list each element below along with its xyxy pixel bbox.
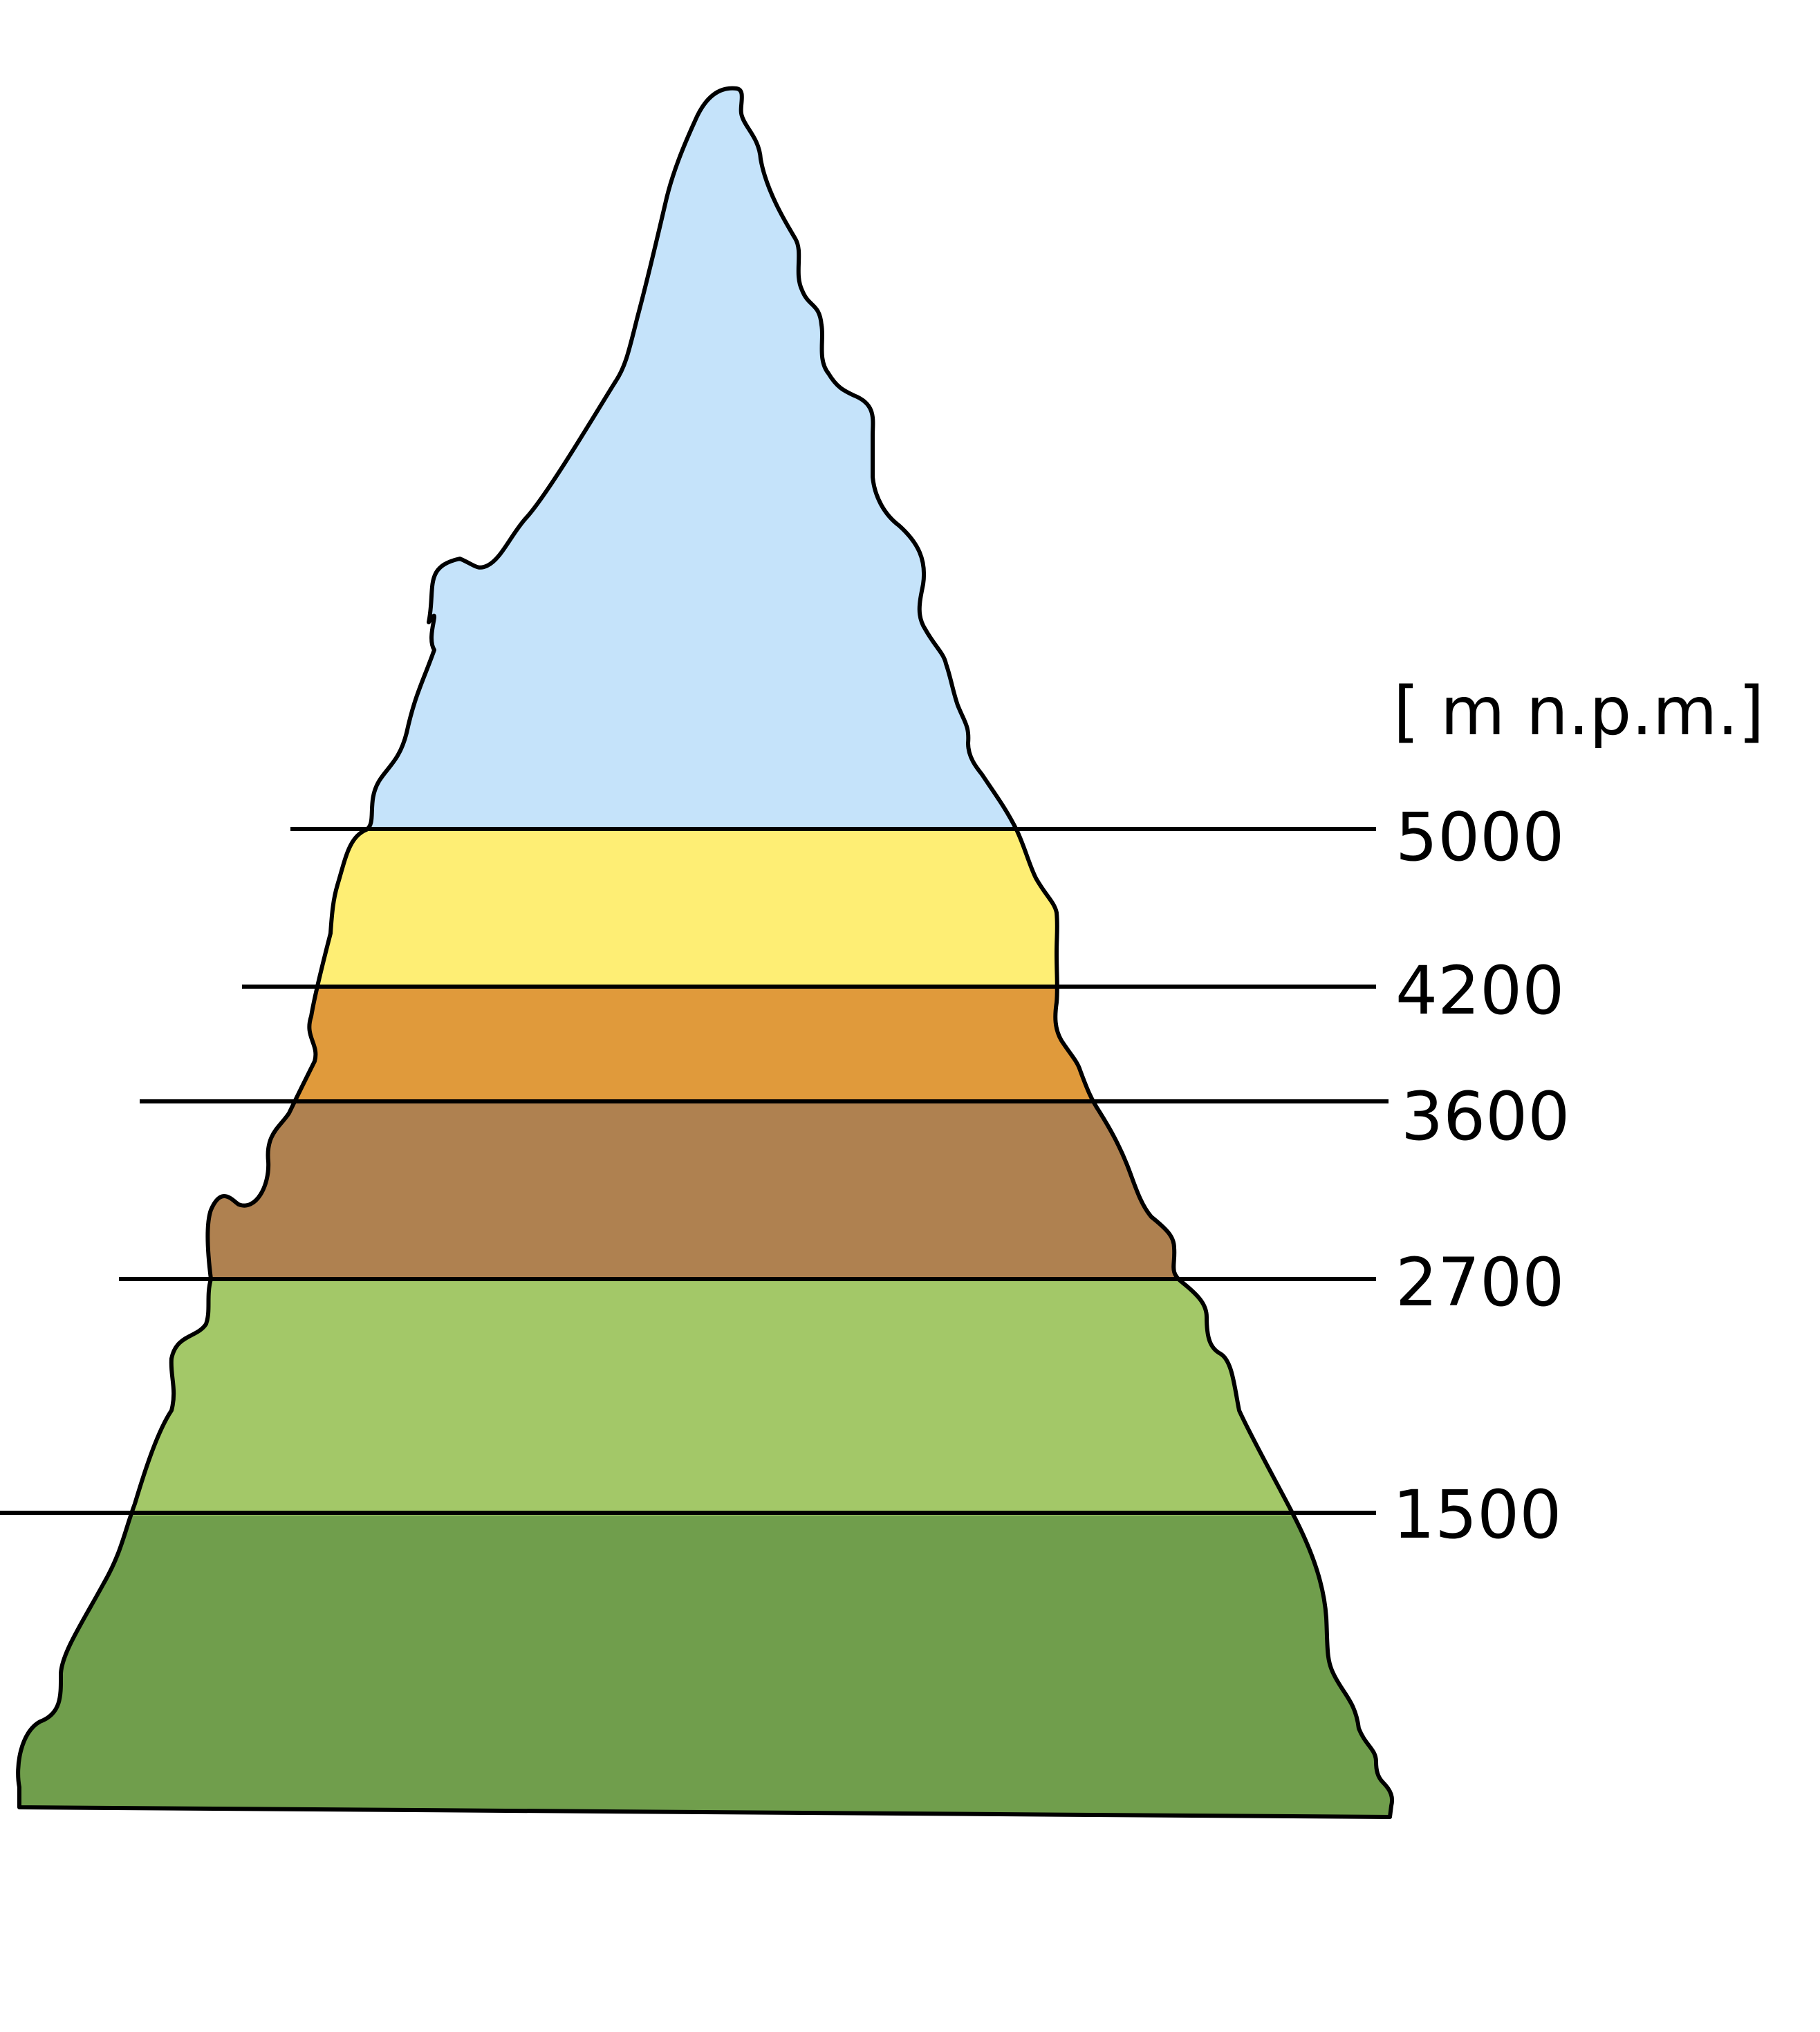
unit-label: [ m n.p.m.] bbox=[1393, 673, 1764, 750]
elevation-label-3600: 3600 bbox=[1401, 1078, 1570, 1155]
zone-1500-2700 bbox=[18, 1279, 1393, 1516]
zone-base bbox=[18, 1516, 1393, 1817]
elevation-label-4200: 4200 bbox=[1395, 952, 1564, 1029]
elevation-label-5000: 5000 bbox=[1395, 799, 1564, 876]
mountain-outline bbox=[16, 86, 1395, 1819]
mountain bbox=[18, 88, 1393, 1817]
elevation-label-2700: 2700 bbox=[1395, 1244, 1564, 1321]
elevation-label-1500: 1500 bbox=[1393, 1476, 1561, 1554]
elevation-lines bbox=[0, 827, 1389, 1515]
